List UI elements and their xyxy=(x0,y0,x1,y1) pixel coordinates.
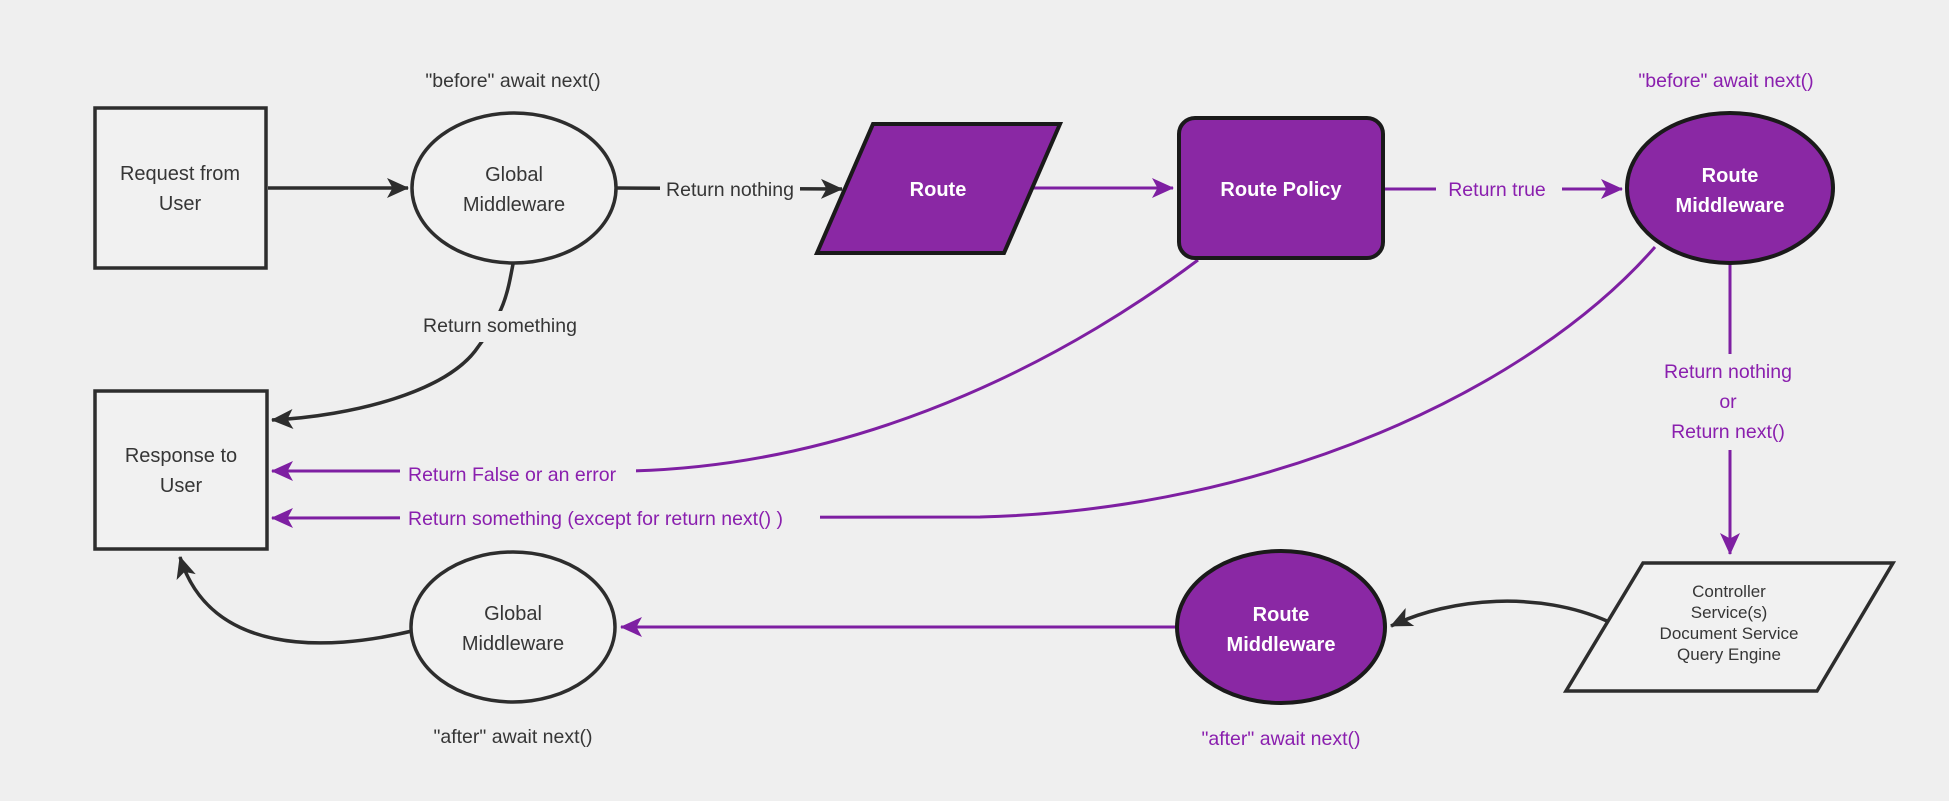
label-bg xyxy=(1436,174,1562,204)
route-middleware-top-label-line-2: Middleware xyxy=(1676,195,1785,217)
controller-block-label-line-3: Document Service xyxy=(1660,624,1799,643)
label-return-nothing: Return nothing xyxy=(666,179,794,201)
edge-return-something-to-response xyxy=(271,263,515,429)
node-request-from-user: Request from User xyxy=(93,106,268,270)
label-after-await-next-route: "after" await next() xyxy=(1201,728,1360,750)
node-response-to-user: Response to User xyxy=(93,389,269,551)
label-bg xyxy=(405,311,595,342)
global-middleware-top-label-line-1: Global xyxy=(485,164,543,186)
label-bg xyxy=(400,455,636,488)
request-from-user-label-line-1: Request from xyxy=(120,163,240,185)
route-label: Route xyxy=(910,179,967,201)
label-bg xyxy=(400,501,820,534)
edge-route-policy-return-false-to-response xyxy=(271,258,1199,481)
label-before-await-next-global: "before" await next() xyxy=(425,70,600,92)
controller-block-shape xyxy=(1562,561,1897,693)
route-middleware-top-label-line-1: Route xyxy=(1702,165,1759,187)
edge-global-middleware-bottom-to-response xyxy=(176,556,413,645)
route-policy-shape xyxy=(1177,116,1385,260)
response-to-user-shape xyxy=(93,389,269,551)
nodes: Request from User Global Middleware Rout… xyxy=(93,106,1897,705)
node-route-policy: Route Policy xyxy=(1177,116,1385,260)
route-middleware-bottom-shape xyxy=(1175,549,1387,705)
label-before-await-next-route: "before" await next() xyxy=(1638,70,1813,92)
global-middleware-bottom-label-line-2: Middleware xyxy=(462,633,564,655)
response-to-user-label-line-1: Response to xyxy=(125,445,237,467)
label-bg xyxy=(1644,354,1816,450)
node-route: Route xyxy=(813,122,1064,255)
edge-controller-to-route-middleware-bottom xyxy=(1390,599,1608,628)
route-middleware-bottom-label-line-2: Middleware xyxy=(1227,634,1336,656)
global-middleware-bottom-label-line-1: Global xyxy=(484,603,542,625)
edges xyxy=(176,178,1740,645)
node-controller-block: Controller Service(s) Document Service Q… xyxy=(1562,561,1897,693)
edge-route-middleware-return-something-to-response xyxy=(271,246,1657,528)
label-return-false-or-error: Return False or an error xyxy=(408,464,617,486)
node-route-middleware-bottom: Route Middleware xyxy=(1175,549,1387,705)
label-return-nothing-or-line-2: or xyxy=(1719,391,1737,413)
request-from-user-shape xyxy=(93,106,268,270)
label-return-true: Return true xyxy=(1448,179,1546,201)
label-return-nothing-or-line-3: Return next() xyxy=(1671,421,1785,443)
controller-block-label-line-4: Query Engine xyxy=(1677,645,1781,664)
global-middleware-top-shape xyxy=(410,111,618,265)
global-middleware-bottom-shape xyxy=(409,550,617,704)
route-shape xyxy=(813,122,1064,255)
label-return-something: Return something xyxy=(423,315,577,337)
node-route-middleware-top: Route Middleware xyxy=(1625,111,1835,265)
node-global-middleware-bottom: Global Middleware xyxy=(409,550,617,704)
route-middleware-bottom-label-line-1: Route xyxy=(1253,604,1310,626)
controller-block-label-line-2: Service(s) xyxy=(1691,603,1768,622)
request-from-user-label-line-2: User xyxy=(159,193,202,215)
route-policy-label: Route Policy xyxy=(1220,179,1342,201)
label-bg xyxy=(660,174,800,204)
route-middleware-top-shape xyxy=(1625,111,1835,265)
label-return-something-except: Return something (except for return next… xyxy=(408,508,783,530)
global-middleware-top-label-line-2: Middleware xyxy=(463,194,565,216)
node-global-middleware-top: Global Middleware xyxy=(410,111,618,265)
controller-block-label-line-1: Controller xyxy=(1692,582,1766,601)
label-return-nothing-or-line-1: Return nothing xyxy=(1664,361,1792,383)
edge-labels: "before" await next() Return nothing Ret… xyxy=(400,70,1816,750)
label-after-await-next-global: "after" await next() xyxy=(433,726,592,748)
response-to-user-label-line-2: User xyxy=(160,475,203,497)
